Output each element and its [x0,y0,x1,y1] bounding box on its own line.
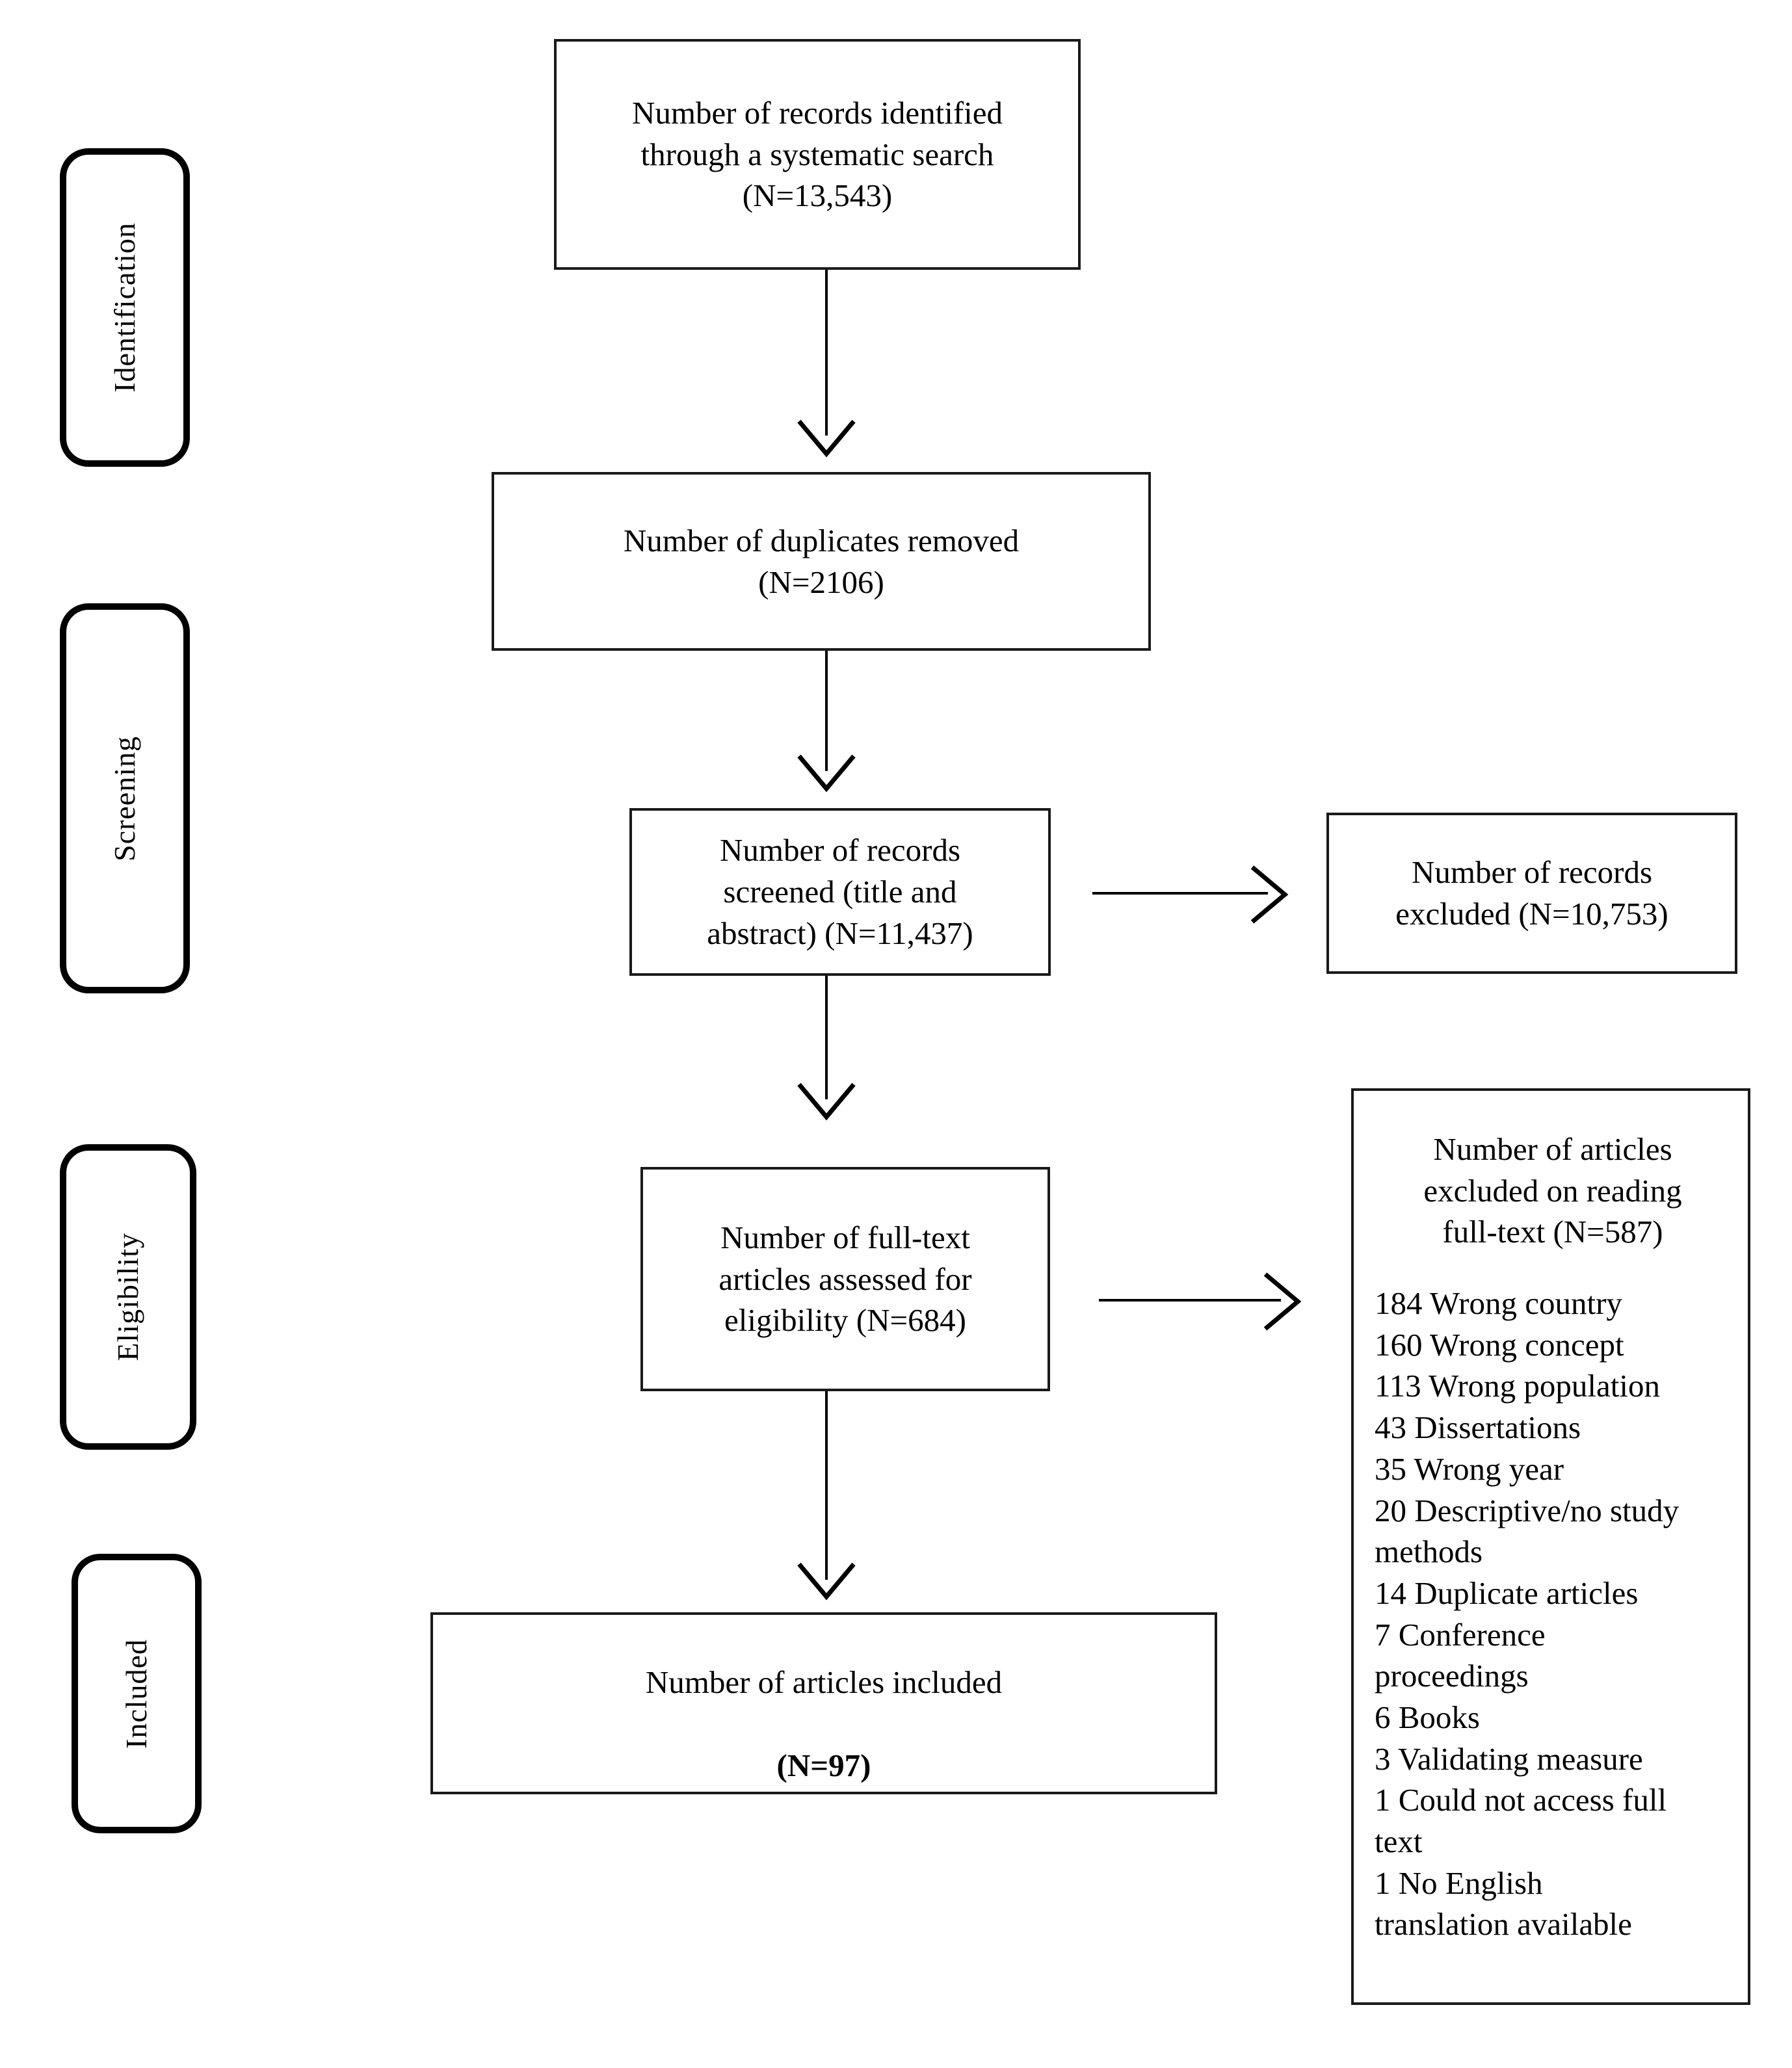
box-duplicates-removed: Number of duplicates removed (N=2106) [492,472,1151,651]
exclusion-reason: 113 Wrong population [1375,1368,1660,1404]
stage-label-screening: Screening [108,735,141,861]
exclusion-reason: 1 Could not access full [1375,1782,1667,1818]
box-duplicates-removed-text: Number of duplicates removed (N=2106) [623,522,1020,600]
arrow-head-right-icon [1250,865,1289,924]
stage-pill-included: Included [72,1554,202,1833]
exclusion-reason: 14 Duplicate articles [1375,1575,1639,1611]
exclusion-reason: 7 Conference [1375,1616,1546,1653]
box-records-excluded-text: Number of records excluded (N=10,753) [1395,854,1668,932]
exclusion-reason-cont: proceedings [1375,1658,1529,1694]
box-records-screened: Number of records screened (title and ab… [629,808,1051,976]
box-fulltext-assessed-text: Number of full-text articles assessed fo… [718,1219,972,1339]
exclusion-reason: 43 Dissertations [1375,1409,1581,1446]
stage-pill-eligibility: Eligibility [60,1144,196,1450]
box-records-excluded: Number of records excluded (N=10,753) [1326,813,1737,974]
connector-line-fulltext-to-included [825,1391,828,1580]
arrow-head-right-icon [1263,1272,1302,1331]
connector-line-screened-to-excluded [1092,892,1268,895]
arrow-head-down-icon [797,1562,856,1601]
stage-pill-identification: Identification [60,148,190,467]
exclusion-reason: 3 Validating measure [1375,1740,1643,1777]
box-records-identified-text: Number of records identified through a s… [631,94,1003,214]
box-articles-excluded-detail: Number of articles excluded on reading f… [1351,1088,1750,2005]
box-fulltext-assessed: Number of full-text articles assessed fo… [640,1167,1050,1391]
articles-excluded-reason-list: 184 Wrong country 160 Wrong concept 113 … [1375,1283,1731,1945]
exclusion-reason: 184 Wrong country [1375,1285,1622,1322]
articles-included-line2: (N=97) [776,1747,871,1783]
articles-included-line1: Number of articles included [645,1664,1003,1701]
articles-excluded-heading: Number of articles excluded on reading f… [1423,1131,1682,1250]
exclusion-reason: 35 Wrong year [1375,1450,1564,1487]
exclusion-reason-cont: translation available [1375,1906,1632,1943]
connector-line-identified-to-duplicates [825,270,828,436]
connector-line-screened-to-fulltext [825,976,828,1099]
exclusion-reason: 160 Wrong concept [1375,1326,1624,1363]
stage-label-included: Included [120,1638,153,1749]
arrow-head-down-icon [797,419,856,458]
exclusion-reason: 20 Descriptive/no study [1375,1492,1680,1528]
arrow-head-down-icon [797,1082,856,1121]
connector-line-fulltext-to-excluded [1099,1299,1281,1302]
connector-line-duplicates-to-screened [825,651,828,771]
box-articles-included: Number of articles included (N=97) [430,1612,1217,1794]
exclusion-reason-cont: methods [1375,1534,1483,1570]
box-articles-included-text: Number of articles included (N=97) [646,1621,1002,1787]
stage-label-eligibility: Eligibility [111,1233,144,1361]
exclusion-reason: 1 No English [1375,1865,1543,1901]
box-records-identified: Number of records identified through a s… [554,39,1081,270]
stage-pill-screening: Screening [60,603,190,993]
exclusion-reason: 6 Books [1375,1699,1481,1735]
exclusion-reason-cont: text [1375,1824,1423,1859]
box-records-screened-text: Number of records screened (title and ab… [707,832,973,951]
arrow-head-down-icon [797,754,856,792]
stage-label-identification: Identification [108,222,141,393]
